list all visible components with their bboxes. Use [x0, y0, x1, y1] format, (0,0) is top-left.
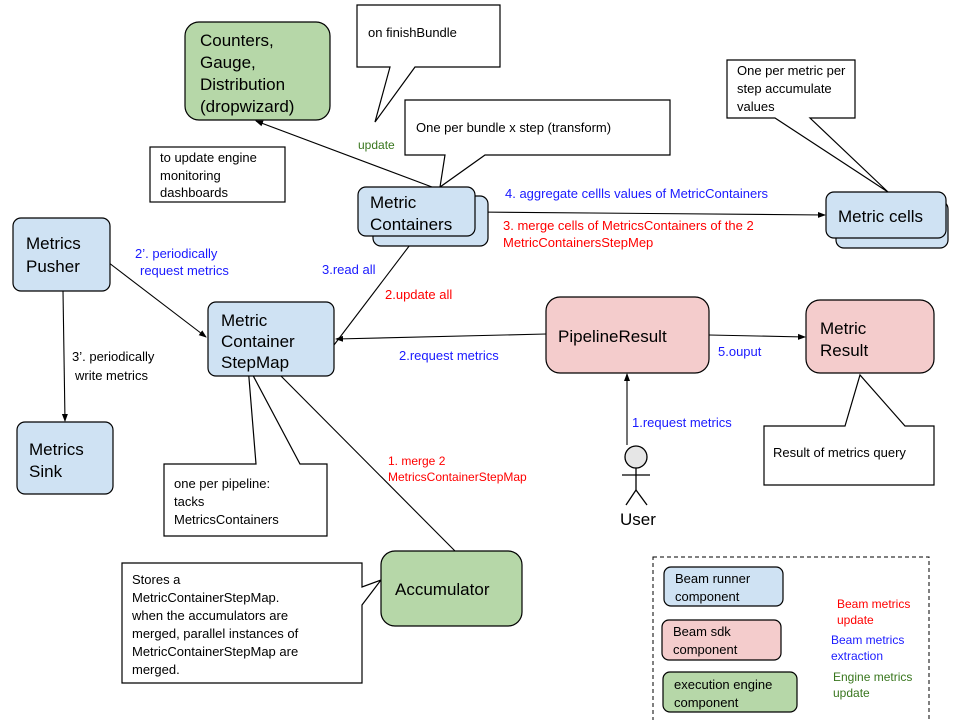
label-request-metrics-1: 1.request metrics — [632, 415, 732, 430]
svg-text:Metrics Sink: Metrics Sink — [29, 440, 89, 481]
edge-containers-to-cells — [474, 211, 826, 218]
note-stores-text: Stores a MetricContainerStepMap. when th… — [131, 572, 302, 677]
note-per-bundle — [404, 99, 671, 189]
note-per-pipeline — [163, 365, 328, 537]
label-request-metrics-2: 2.request metrics — [399, 348, 499, 363]
node-metrics-sink: Metrics Sink — [16, 421, 114, 495]
svg-text:PipelineResult: PipelineResult — [558, 327, 667, 346]
edge-containers-to-counters — [255, 120, 441, 191]
label-periodically-write: 3’. periodically write metrics — [72, 349, 158, 383]
node-metric-container-stepmap: Metric Container StepMap — [207, 301, 335, 377]
note-per-pipeline-text: one per pipeline: tacks MetricsContainer… — [174, 476, 279, 527]
svg-text:Metric cells: Metric cells — [838, 207, 923, 226]
node-pipeline-result: PipelineResult — [545, 296, 710, 374]
edge-accumulator-to-stepmap — [273, 368, 456, 552]
note-result-query-text: Result of metrics query — [773, 445, 906, 460]
note-finish-bundle-text: on finishBundle — [368, 25, 457, 40]
edge-stepmap-to-containers — [333, 236, 417, 346]
node-metric-containers: Metric Containers — [357, 186, 489, 247]
label-merge-cells: 3. merge cells of MetricsContainers of t… — [503, 218, 757, 250]
note-per-bundle-text: One per bundle x step (transform) — [416, 120, 611, 135]
note-engine-dashboards — [149, 146, 286, 203]
svg-text:Metric Container S: Metric Container StepMap — [221, 311, 299, 372]
note-engine-dashboards-text: to update engine monitoring dashboards — [160, 150, 261, 200]
note-finish-bundle — [356, 4, 501, 123]
node-metrics-pusher: Metrics Pusher — [12, 217, 111, 292]
edge-pipelineresult-to-metricresult — [708, 333, 806, 340]
svg-text:Counters, Gauge, D: Counters, Gauge, Distribution (dropwizar… — [200, 31, 294, 116]
edges — [61, 120, 826, 552]
node-accumulator: Accumulator — [380, 550, 523, 627]
node-metric-result: Metric Result — [805, 299, 935, 374]
user-actor: User — [620, 445, 656, 529]
note-per-metric-text: One per metric per step accumulate value… — [737, 63, 849, 114]
edge-pusher-to-sink — [61, 290, 68, 422]
stick-figure-icon — [622, 445, 650, 506]
label-read-all: 3.read all — [322, 262, 376, 277]
node-metric-cells: Metric cells — [825, 191, 949, 249]
note-per-metric — [726, 59, 889, 193]
edge-pipelineresult-to-stepmap — [335, 333, 547, 342]
node-counters: Counters, Gauge, Distribution (dropwizar… — [184, 21, 331, 121]
svg-text:Metric Result: Metric Result — [820, 319, 871, 360]
label-aggregate: 4. aggregate cellls values of MetricCont… — [505, 186, 769, 201]
user-label: User — [620, 510, 656, 529]
edge-pusher-to-stepmap — [99, 255, 207, 338]
label-periodically-request: 2’. periodically request metrics — [135, 246, 229, 278]
svg-text:Metric Containers: Metric Containers — [370, 193, 452, 234]
svg-text:Accumulator: Accumulator — [395, 580, 490, 599]
label-output: 5.ouput — [718, 344, 762, 359]
label-merge-2: 1. merge 2 MetricsContainerStepMap — [388, 454, 527, 484]
label-update-all: 2.update all — [385, 287, 452, 302]
svg-text:Metrics Pusher: Metrics Pusher — [26, 234, 86, 276]
label-update: update — [358, 138, 395, 152]
note-stores — [121, 562, 383, 684]
note-result-query — [763, 373, 935, 486]
